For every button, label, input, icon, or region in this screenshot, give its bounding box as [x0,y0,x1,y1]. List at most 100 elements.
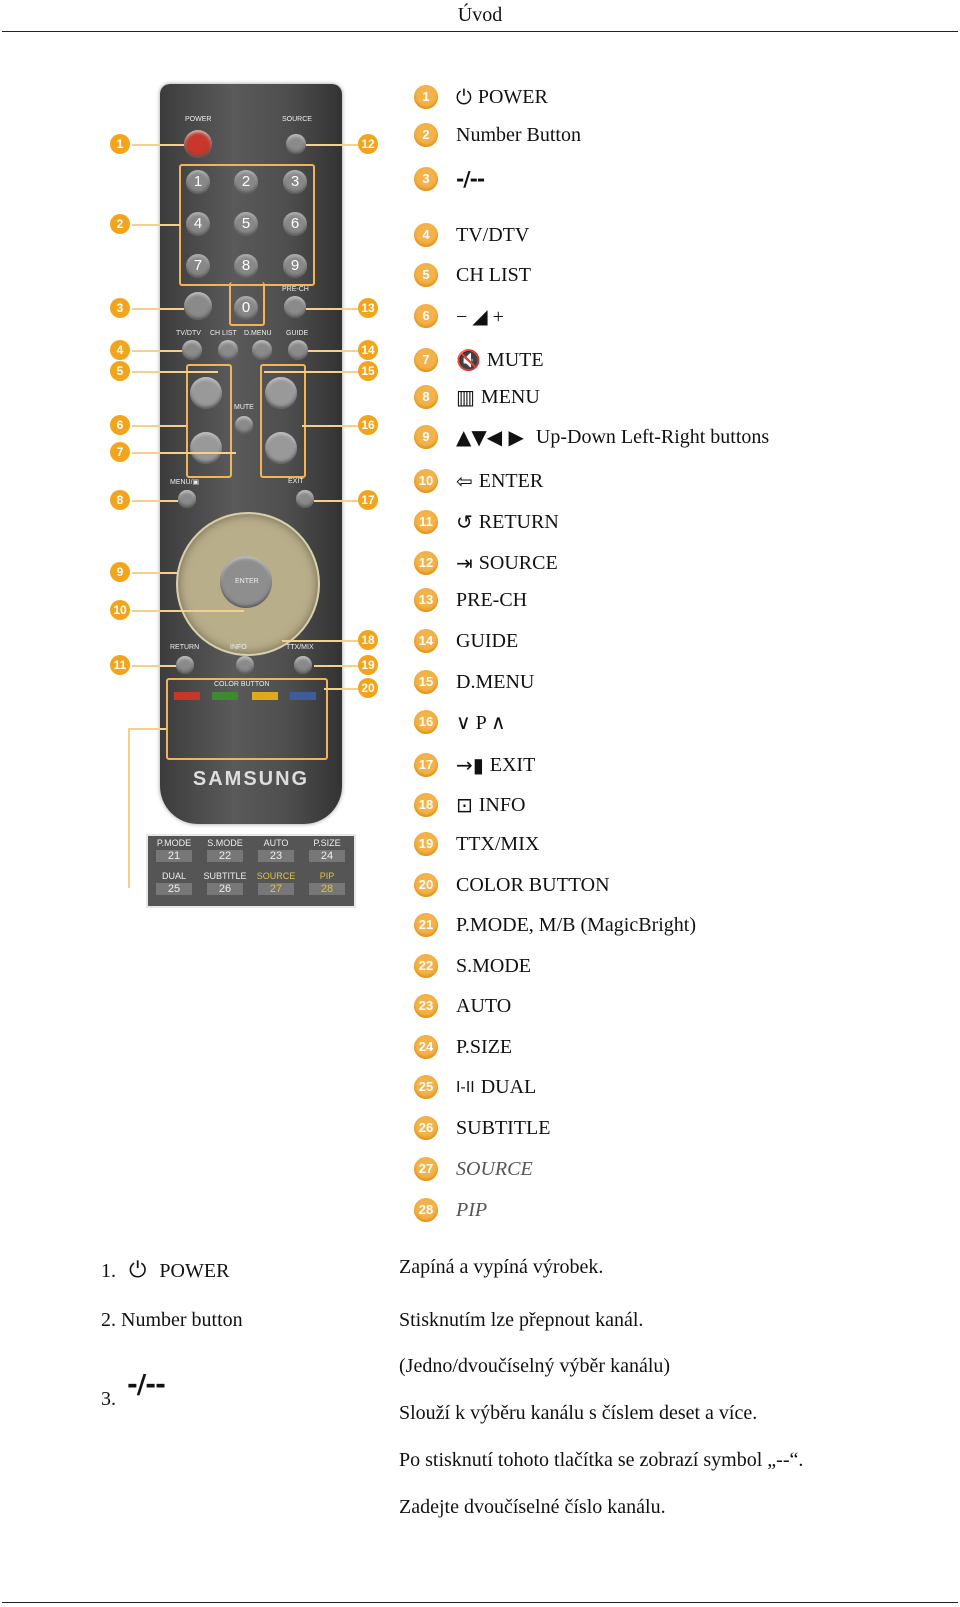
exit-icon: →▮ [456,753,484,777]
callout-leader [132,500,178,502]
tvdtv-key-label: TV/DTV [176,330,201,337]
numkey: 1 [186,170,210,194]
legend-item: 21P.MODE, M/B (MagicBright) [414,910,696,940]
legend-item: 17→▮EXIT [414,750,535,780]
power-icon: ⏻ [456,85,472,109]
prech-key-label: PRE-CH [282,286,309,293]
remote-illustration: POWER SOURCE 1 2 3 4 5 6 7 8 9 0 PRE-CH … [110,82,392,927]
dual-icon: I-II [456,1078,475,1096]
callout-leader [132,371,218,373]
legend-item: 12⇥SOURCE [414,548,558,578]
desc-item-3-line: (Jedno/dvoučíselný výběr kanálu) [399,1355,670,1378]
yellow-color-key [252,692,278,700]
callout-badge: 18 [358,630,378,650]
ttx-key-label: TTX/MIX [286,644,314,651]
mute-key [235,416,253,434]
legend-item: 8▥MENU [414,382,540,412]
desc-item-3-label: 3. -/-- [101,1370,165,1400]
callout-leader [132,665,176,667]
callout-badge: 13 [358,298,378,318]
desc-item-2-text: Stisknutím lze přepnout kanál. [399,1309,643,1332]
legend-item: 11↺RETURN [414,507,559,537]
tvdtv-key [182,340,202,360]
prech-key [284,296,306,318]
page-title: Úvod [0,4,960,27]
numkey: 7 [186,254,210,278]
blue-color-key [290,692,316,700]
callout-leader [302,425,358,427]
power-key-label: POWER [185,116,211,123]
callout-badge: 14 [358,340,378,360]
desc-item-1-text: Zapíná a vypíná výrobek. [399,1256,603,1279]
table-leader-vertical [128,728,130,888]
color-panel-highlight [166,678,328,760]
callout-leader [132,572,178,574]
mute-key-label: MUTE [234,404,254,411]
legend-item: 20COLOR BUTTON [414,870,610,900]
legend-item: 6− ◢ + [414,301,504,331]
callout-leader [306,308,358,310]
legend-item: 18⊡INFO [414,790,525,820]
numkey: 9 [283,254,307,278]
info-key-label: INFO [230,644,247,651]
legend-item: 23AUTO [414,991,511,1021]
callout-leader [132,308,184,310]
callout-badge: 8 [110,490,130,510]
legend-item: 10⇦ENTER [414,466,543,496]
desc-item-3-line: Zadejte dvoučíselné číslo kanálu. [399,1496,666,1519]
info-key [236,656,254,674]
callout-badge: 4 [110,340,130,360]
callout-leader [132,425,186,427]
volume-down-key [190,432,222,464]
menu-icon: ▥ [456,385,475,409]
callout-badge: 6 [110,415,130,435]
exit-key-label: EXIT [288,478,304,485]
callout-badge: 9 [110,562,130,582]
callout-leader [264,371,358,373]
callout-leader [132,224,180,226]
callout-badge: 1 [110,134,130,154]
return-icon: ↺ [456,510,473,534]
callout-badge: 19 [358,655,378,675]
function-cell: SOURCE27 [252,871,300,901]
source-key-label: SOURCE [282,116,312,123]
chlist-key [218,340,238,360]
volume-icon: − ◢ + [456,304,504,329]
callout-badge: 16 [358,415,378,435]
desc-item-2-label: 2. Number button [101,1309,243,1332]
menu-key [178,490,196,508]
brand-logo: SAMSUNG [160,768,342,791]
callout-leader [132,452,236,454]
numkey: 0 [234,296,258,320]
numkey: 5 [234,212,258,236]
callout-badge: 5 [110,361,130,381]
footer-rule [2,1602,958,1603]
function-key-table: P.MODE21 S.MODE22 AUTO23 P.SIZE24 DUAL25… [146,834,356,908]
numkey: 3 [283,170,307,194]
channel-icon: ∨ P ∧ [456,710,506,735]
callout-badge: 12 [358,134,378,154]
legend-item: 9▲▼◀ ▶Up-Down Left-Right buttons [414,422,769,452]
callout-leader [308,350,358,352]
dash-icon: -/-- [456,167,484,191]
callout-badge: 11 [110,655,130,675]
arrows-icon: ▲▼◀ ▶ [456,425,524,449]
callout-leader [132,610,244,612]
ttx-key [294,656,312,674]
dash-icon: -/-- [127,1370,165,1400]
callout-leader [132,144,184,146]
legend-item: 4TV/DTV [414,220,529,250]
table-leader [128,728,166,730]
callout-leader [132,350,182,352]
callout-leader [306,144,358,146]
